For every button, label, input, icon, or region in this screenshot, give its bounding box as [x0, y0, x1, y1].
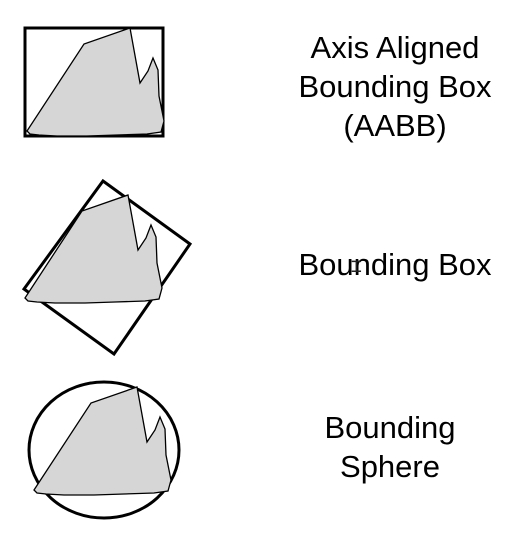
- sphere-shape: [33, 386, 172, 496]
- aabb-label: Axis Aligned Bounding Box (AABB): [275, 28, 515, 145]
- text-cursor-icon: ⌶: [351, 256, 362, 277]
- aabb-figure: [23, 26, 165, 138]
- sphere-label-line: Sphere: [340, 449, 440, 484]
- sphere-label: Bounding Sphere: [270, 408, 510, 486]
- oriented-box: [21, 178, 193, 357]
- aabb-label-line: Bounding Box: [298, 69, 492, 104]
- oriented-box-label: Bounding Box: [275, 245, 515, 284]
- sphere-label-line: Bounding: [324, 410, 456, 445]
- oriented-box-label-line: Bounding Box: [298, 247, 492, 282]
- aabb-label-line: (AABB): [343, 108, 447, 143]
- oriented-box-figure: [21, 178, 193, 357]
- sphere-figure: [27, 380, 181, 520]
- bounding-sphere: [27, 380, 181, 520]
- aabb-shape: [26, 27, 165, 137]
- oriented-box-shape: [24, 194, 163, 304]
- aabb-label-line: Axis Aligned: [310, 30, 480, 65]
